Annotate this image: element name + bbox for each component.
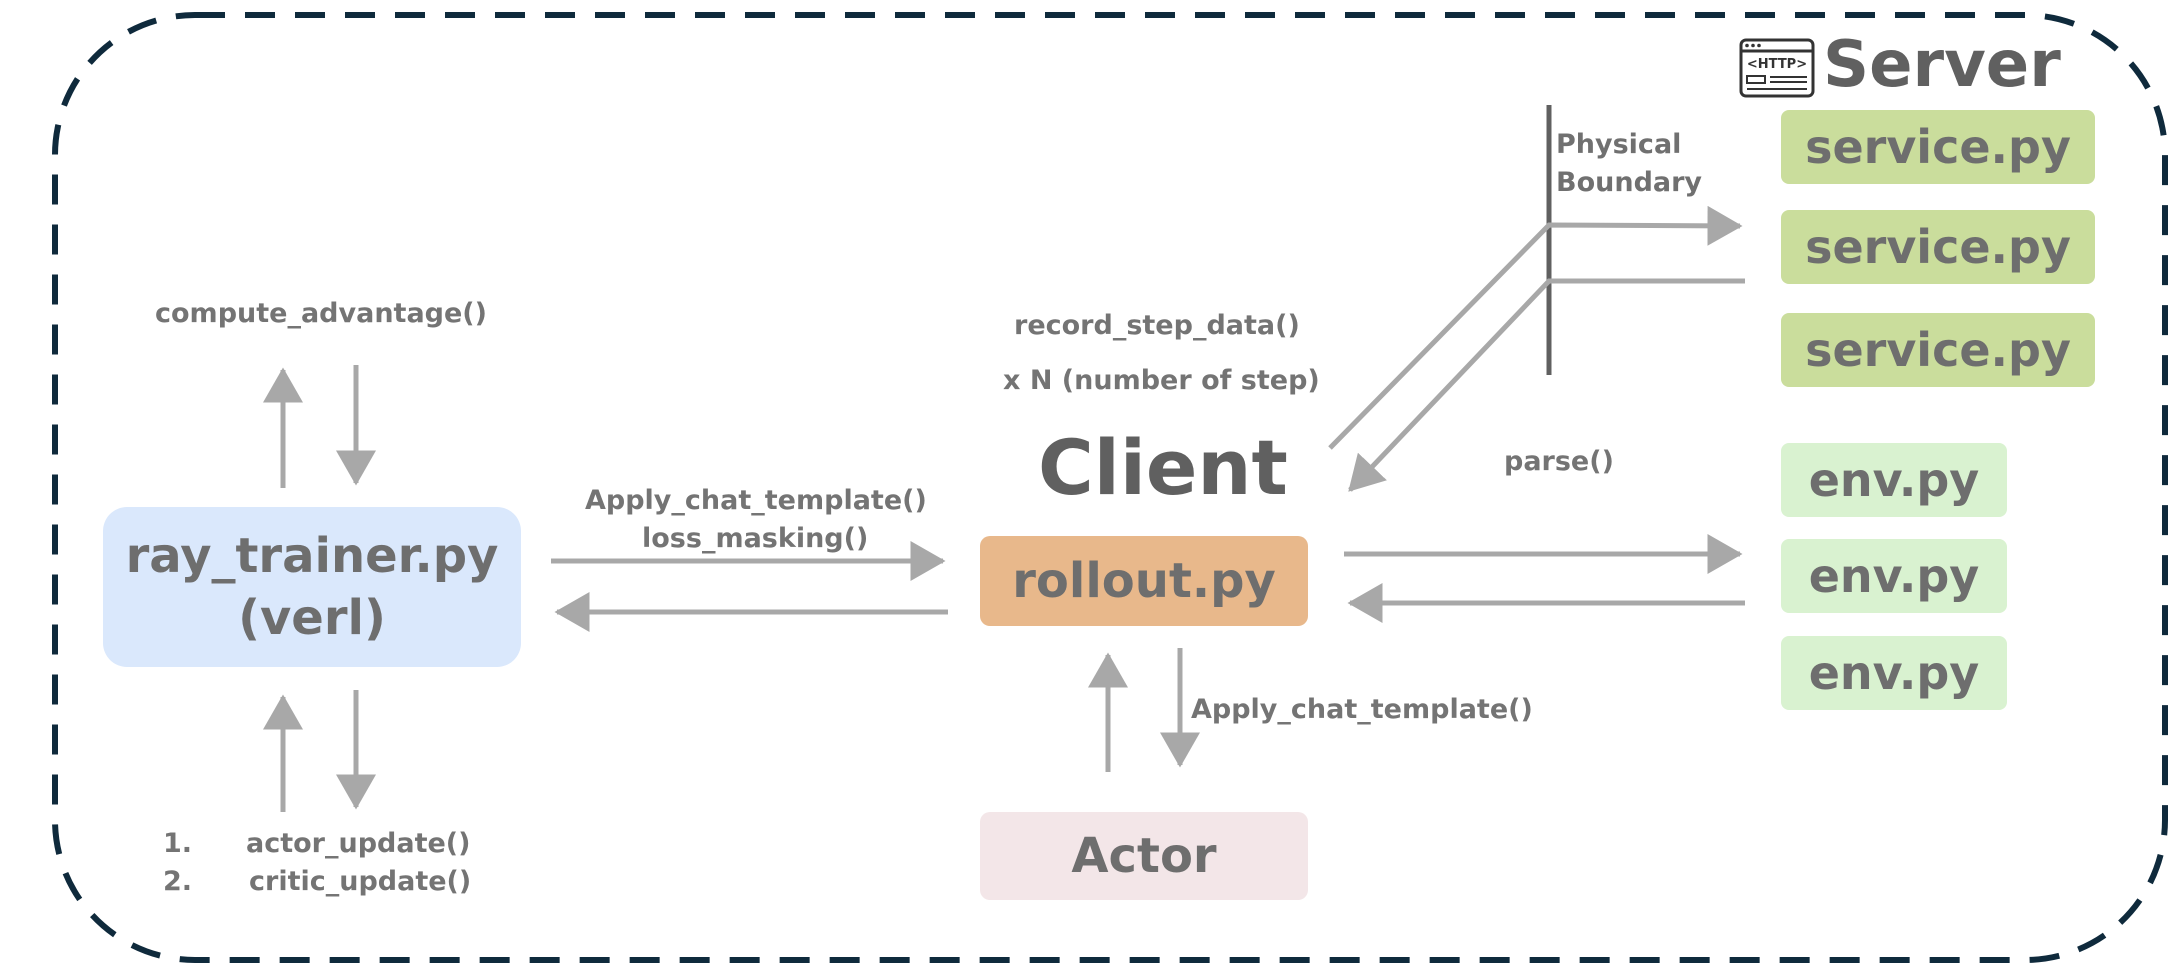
loss-masking-label: loss_masking() <box>642 523 869 554</box>
record-step-data-label: record_step_data() <box>1014 310 1300 341</box>
compute-advantage-label: compute_advantage() <box>155 298 487 329</box>
svg-text:<HTTP>: <HTTP> <box>1747 57 1807 72</box>
env-box-3: env.py <box>1781 636 2007 710</box>
apply-chat-template-bottom-label: Apply_chat_template() <box>1191 694 1533 725</box>
steps-label: x N (number of step) <box>1003 365 1320 396</box>
service-to-client-arrow <box>1348 278 1745 492</box>
update-item-1-number: 1. <box>163 828 193 859</box>
env-box-1: env.py <box>1781 443 2007 517</box>
http-icon: <HTTP> <box>1739 38 1815 98</box>
client-title: Client <box>1038 423 1288 512</box>
boundary-line-1: Physical <box>1556 129 1682 160</box>
rollout-box: rollout.py <box>980 536 1308 626</box>
env-box-2: env.py <box>1781 539 2007 613</box>
client-to-service-arrow <box>1328 205 1743 450</box>
update-item-2-label: critic_update() <box>249 866 472 897</box>
ray-trainer-label: ray_trainer.py <box>125 528 499 584</box>
server-frame <box>52 12 2168 963</box>
actor-box: Actor <box>980 812 1308 900</box>
service-box-3: service.py <box>1781 313 2095 387</box>
parse-label: parse() <box>1504 446 1614 477</box>
ray-trainer-sublabel: (verl) <box>238 590 386 646</box>
service-box-2: service.py <box>1781 210 2095 284</box>
boundary-line-2: Boundary <box>1556 167 1703 198</box>
apply-chat-template-top-label: Apply_chat_template() <box>585 485 927 516</box>
server-title: Server <box>1823 28 2061 102</box>
update-item-1-label: actor_update() <box>246 828 471 859</box>
ray-trainer-box: ray_trainer.py (verl) <box>103 507 521 667</box>
physical-boundary-label: Physical Boundary <box>1556 126 1702 202</box>
update-item-2-number: 2. <box>163 866 193 897</box>
service-box-1: service.py <box>1781 110 2095 184</box>
